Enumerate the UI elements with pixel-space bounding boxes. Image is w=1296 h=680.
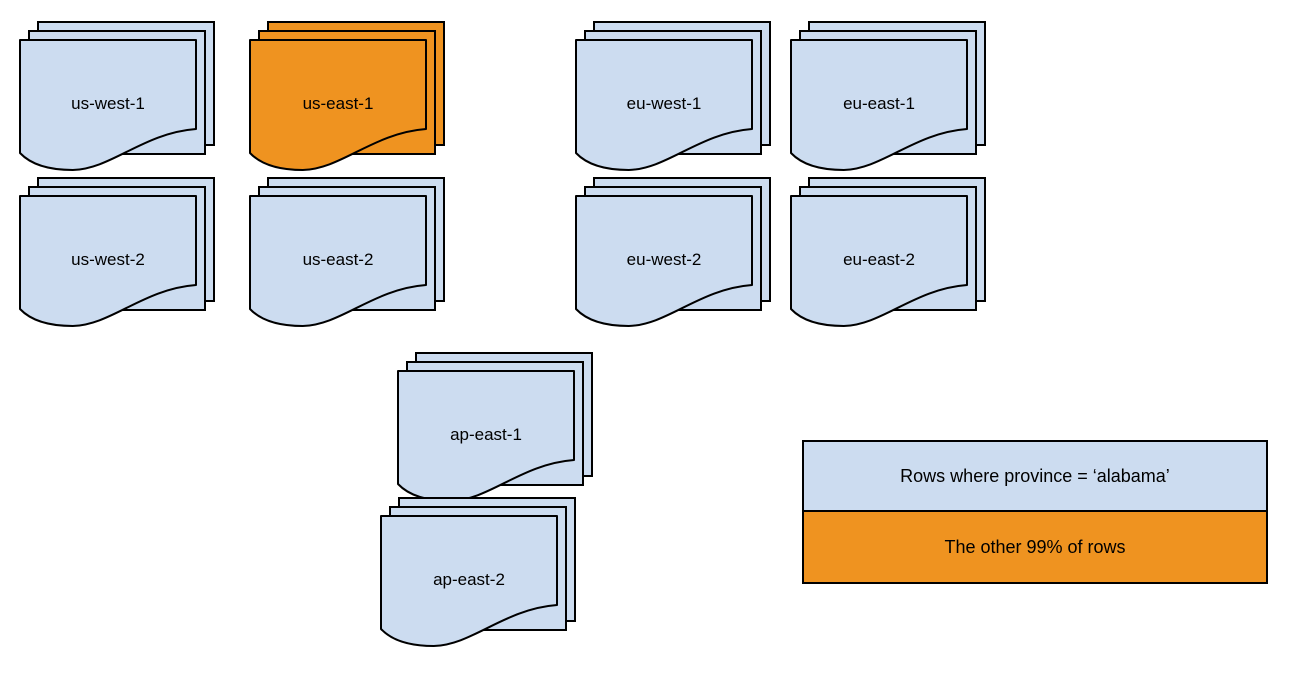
stack-sheet-front (249, 39, 427, 171)
region-stack-eu-west-1[interactable]: eu-west-1 (575, 21, 774, 179)
region-stack-us-east-2[interactable]: us-east-2 (249, 177, 448, 335)
region-stack-shape (19, 21, 215, 171)
region-stack-us-west-1[interactable]: us-west-1 (19, 21, 218, 179)
legend-item-matching-rows: Rows where province = ‘alabama’ (804, 442, 1266, 512)
region-stack-shape (397, 352, 593, 502)
region-stack-shape (790, 21, 986, 171)
stack-sheet-front (380, 515, 558, 647)
region-stack-shape (380, 497, 576, 647)
legend-item-label: Rows where province = ‘alabama’ (900, 465, 1170, 486)
region-stack-shape (249, 177, 445, 327)
stack-sheet-front (790, 39, 968, 171)
stack-sheet-front (790, 195, 968, 327)
region-stack-shape (19, 177, 215, 327)
region-stack-ap-east-1[interactable]: ap-east-1 (397, 352, 596, 510)
legend-item-remaining-rows: The other 99% of rows (804, 512, 1266, 582)
region-stack-shape (575, 21, 771, 171)
stack-sheet-front (19, 39, 197, 171)
stack-sheet-front (575, 195, 753, 327)
region-stack-us-west-2[interactable]: us-west-2 (19, 177, 218, 335)
region-stack-eu-east-1[interactable]: eu-east-1 (790, 21, 989, 179)
region-stack-shape (575, 177, 771, 327)
region-stack-eu-east-2[interactable]: eu-east-2 (790, 177, 989, 335)
stack-sheet-front (19, 195, 197, 327)
region-stack-eu-west-2[interactable]: eu-west-2 (575, 177, 774, 335)
stack-sheet-front (249, 195, 427, 327)
legend-item-label: The other 99% of rows (944, 536, 1126, 557)
region-stack-shape (790, 177, 986, 327)
legend: Rows where province = ‘alabama’ The other… (802, 440, 1268, 584)
region-stack-ap-east-2[interactable]: ap-east-2 (380, 497, 579, 655)
region-stack-us-east-1[interactable]: us-east-1 (249, 21, 448, 179)
stack-sheet-front (575, 39, 753, 171)
region-stack-shape (249, 21, 445, 171)
